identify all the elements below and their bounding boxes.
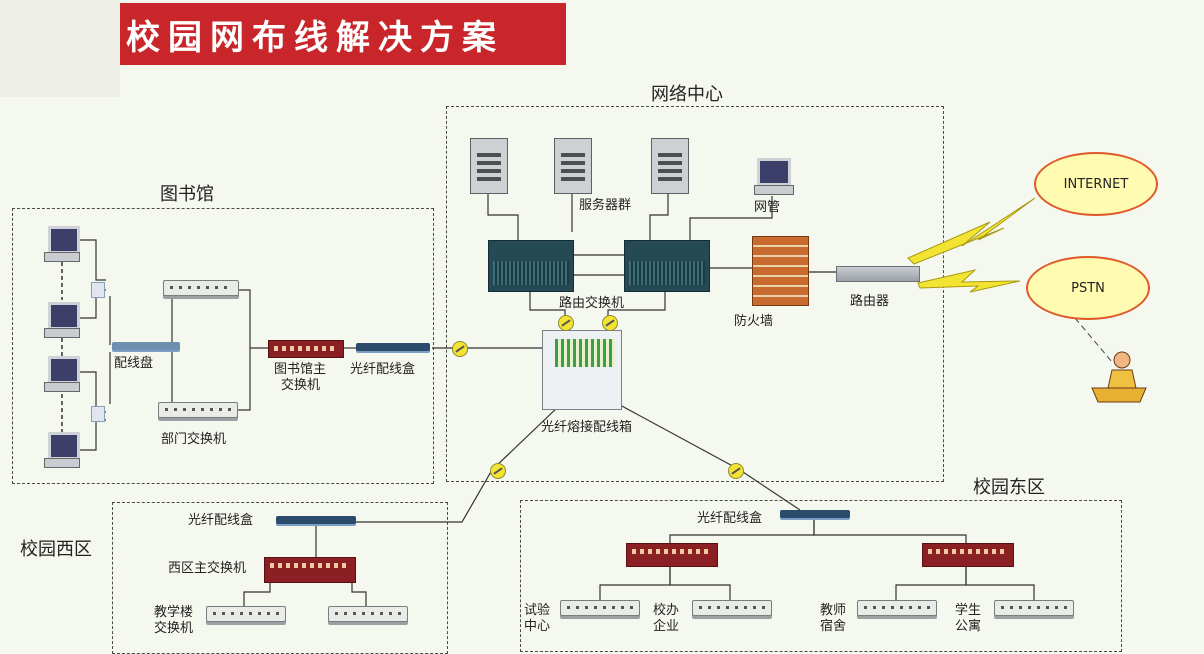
monitor-base (754, 185, 794, 195)
core-switch-2 (624, 240, 710, 292)
label-server-group: 服务器群 (579, 198, 632, 213)
label-router: 路由器 (850, 294, 890, 309)
east-fiber-box (780, 510, 850, 518)
library-main-switch (268, 340, 344, 358)
label-east-fiber-box: 光纤配线盒 (697, 511, 763, 526)
library-pc-1 (48, 226, 80, 254)
enterprise-switch (692, 600, 772, 616)
zone-label-west: 校园西区 (20, 539, 92, 560)
label-network-mgmt: 网管 (754, 200, 781, 215)
server-1 (470, 138, 508, 194)
label-library-main-2: 交换机 (281, 378, 321, 393)
library-pc-4 (48, 432, 80, 460)
internet-label: INTERNET (1063, 176, 1129, 192)
wall-outlet-1 (91, 282, 105, 298)
west-fiber-box (276, 516, 356, 524)
label-firewall: 防火墙 (734, 314, 774, 329)
library-pc-2-base (44, 328, 80, 338)
label-lab-1: 试验 (524, 603, 551, 618)
west-switch-2 (328, 606, 408, 622)
connector-3 (452, 341, 468, 357)
server-3 (651, 138, 689, 194)
firewall-icon (752, 236, 809, 306)
label-teaching-2: 交换机 (154, 621, 194, 636)
router-device (836, 266, 920, 282)
label-lab-2: 中心 (524, 619, 551, 634)
cloud-pstn: PSTN (1026, 256, 1150, 320)
label-library-fiber-box: 光纤配线盒 (350, 362, 416, 377)
fiber-fusion-box (542, 330, 622, 410)
label-dept-switch: 部门交换机 (161, 432, 227, 447)
teaching-switch (206, 606, 286, 622)
library-pc-3 (48, 356, 80, 384)
page-title: 校园网布线解决方案 (126, 17, 504, 58)
zone-label-east: 校园东区 (973, 477, 1045, 498)
patch-panel (112, 342, 180, 350)
library-pc-1-base (44, 252, 80, 262)
label-patch-panel: 配线盘 (114, 356, 154, 371)
teacher-dorm-switch (857, 600, 937, 616)
connector-5 (728, 463, 744, 479)
department-switch (158, 402, 238, 418)
connector-2 (602, 315, 618, 331)
wall-outlet-2 (91, 406, 105, 422)
label-enterprise-2: 企业 (653, 619, 680, 634)
label-teaching-1: 教学楼 (154, 605, 194, 620)
east-switch-left (626, 543, 718, 567)
zone-label-network-center: 网络中心 (651, 84, 723, 105)
monitor-icon (757, 158, 791, 186)
label-west-main-switch: 西区主交换机 (168, 561, 247, 576)
zone-label-library: 图书馆 (160, 184, 214, 205)
label-west-fiber-box: 光纤配线盒 (188, 513, 254, 528)
east-switch-right (922, 543, 1014, 567)
label-library-main-1: 图书馆主 (274, 362, 327, 377)
library-switch-top (163, 280, 239, 296)
title-banner: 校园网布线解决方案 (120, 3, 566, 65)
cloud-internet: INTERNET (1034, 152, 1158, 216)
lab-switch (560, 600, 640, 616)
label-enterprise-1: 校办 (653, 603, 680, 618)
library-pc-3-base (44, 382, 80, 392)
label-fiber-fusion-box: 光纤熔接配线箱 (541, 420, 633, 435)
core-switch-1 (488, 240, 574, 292)
connector-4 (490, 463, 506, 479)
pstn-label: PSTN (1071, 280, 1105, 296)
label-student-1: 学生 (955, 603, 982, 618)
library-pc-4-base (44, 458, 80, 468)
library-fiber-box (356, 343, 430, 351)
library-pc-2 (48, 302, 80, 330)
label-student-2: 公寓 (955, 619, 982, 634)
label-teacher-1: 教师 (820, 603, 847, 618)
zone-library (12, 208, 434, 484)
telephone-operator-icon (1090, 348, 1148, 406)
corner-patch (0, 0, 120, 97)
label-router-switch: 路由交换机 (559, 296, 625, 311)
server-2 (554, 138, 592, 194)
zone-network-center (446, 106, 944, 482)
label-teacher-2: 宿舍 (820, 619, 847, 634)
connector-1 (558, 315, 574, 331)
west-main-switch (264, 557, 356, 583)
student-dorm-switch (994, 600, 1074, 616)
